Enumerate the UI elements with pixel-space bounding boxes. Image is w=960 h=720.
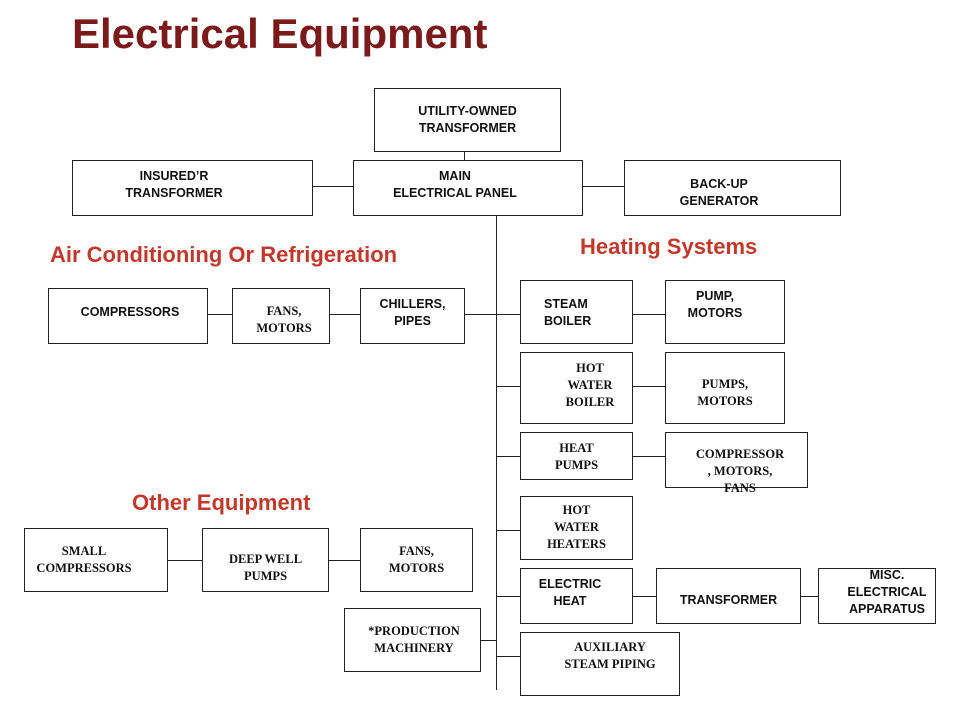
box-production-machinery <box>344 608 481 672</box>
box-deep-well-pumps <box>202 528 329 592</box>
box-chillers-pipes <box>360 288 465 344</box>
label-heat-transformer: TRANSFORMER <box>679 593 778 607</box>
box-heat-pumps <box>520 432 633 480</box>
box-auxiliary-steam <box>520 632 680 696</box>
box-hot-water-boiler <box>520 352 633 424</box>
label-compressor-motors-fans: COMPRESSOR , MOTORS, FANS <box>695 447 785 495</box>
label-heat-pumps: HEAT PUMPS <box>554 441 599 472</box>
connector-heatpumps-compressor <box>633 456 665 457</box>
label-electric-heat: ELECTRIC HEAT <box>538 577 602 608</box>
label-steam-boiler: STEAM BOILER <box>544 297 592 328</box>
label-production-machinery: *PRODUCTION MACHINERY <box>368 624 460 655</box>
box-compressor-motors-fans <box>665 432 808 488</box>
heading-other-equipment: Other Equipment <box>132 490 311 515</box>
label-auxiliary-steam: AUXILIARY STEAM PIPING <box>564 640 656 671</box>
connector-bus-steam <box>496 314 520 315</box>
label-small-compressors: SMALL COMPRESSORS <box>36 544 132 575</box>
heading-air-conditioning: Air Conditioning Or Refrigeration <box>50 242 398 267</box>
box-backup-generator <box>624 160 841 216</box>
connector-transformer-misc <box>801 596 818 597</box>
connector-production-bus <box>481 640 496 641</box>
label-deep-well-pumps: DEEP WELL PUMPS <box>228 552 303 583</box>
connector-insured-main <box>313 186 353 187</box>
connector-electric-transformer <box>633 596 656 597</box>
box-misc-apparatus <box>818 568 936 624</box>
box-heat-transformer <box>656 568 801 624</box>
connector-deepwell-fans <box>329 560 360 561</box>
connector-bus-heaters <box>496 530 520 531</box>
connector-small-deepwell <box>168 560 202 561</box>
connector-chillers-bus <box>465 314 496 315</box>
label-other-fans-motors: FANS, MOTORS <box>388 544 445 575</box>
box-main-panel <box>353 160 583 216</box>
box-other-fans-motors <box>360 528 473 592</box>
connector-compressors-fans <box>208 314 232 315</box>
connector-hotwater-pumps <box>633 386 665 387</box>
connector-bus-auxiliary <box>496 656 520 657</box>
box-ac-fans-motors <box>232 288 330 344</box>
label-ac-fans-motors: FANS, MOTORS <box>256 304 312 335</box>
label-misc-apparatus: MISC. ELECTRICAL APPARATUS <box>847 568 927 616</box>
page-title: Electrical Equipment <box>72 10 488 57</box>
label-pump-motors: PUMP, MOTORS <box>687 289 743 320</box>
connector-bus-heatpumps <box>496 456 520 457</box>
box-electric-heat <box>520 568 633 624</box>
connector-utility-main <box>464 152 465 161</box>
box-compressors <box>48 288 208 344</box>
label-hot-water-boiler: HOT WATER BOILER <box>565 361 615 409</box>
box-pumps-motors <box>665 352 785 424</box>
label-chillers-pipes: CHILLERS, PIPES <box>379 297 446 328</box>
main-bus-line <box>496 216 497 690</box>
box-insured-transformer <box>72 160 313 216</box>
connector-bus-hotwater <box>496 386 520 387</box>
connector-main-backup <box>583 186 624 187</box>
heading-heating-systems: Heating Systems <box>580 234 758 259</box>
box-pump-motors <box>665 280 785 344</box>
connector-bus-electric <box>496 596 520 597</box>
label-compressors: COMPRESSORS <box>80 305 180 319</box>
label-insured-transformer: INSURED’R TRANSFORMER <box>125 169 223 200</box>
box-steam-boiler <box>520 280 633 344</box>
box-hot-water-heaters <box>520 496 633 560</box>
label-pumps-motors: PUMPS, MOTORS <box>697 377 753 408</box>
connector-fans-chillers <box>330 314 360 315</box>
box-utility-transformer <box>374 88 561 152</box>
label-main-panel: MAIN ELECTRICAL PANEL <box>393 169 517 200</box>
connector-steam-pump <box>633 314 665 315</box>
label-backup-generator: BACK-UP GENERATOR <box>679 177 759 208</box>
label-hot-water-heaters: HOT WATER HEATERS <box>547 503 606 551</box>
label-utility-transformer: UTILITY-OWNED TRANSFORMER <box>418 104 517 135</box>
box-small-compressors <box>24 528 168 592</box>
